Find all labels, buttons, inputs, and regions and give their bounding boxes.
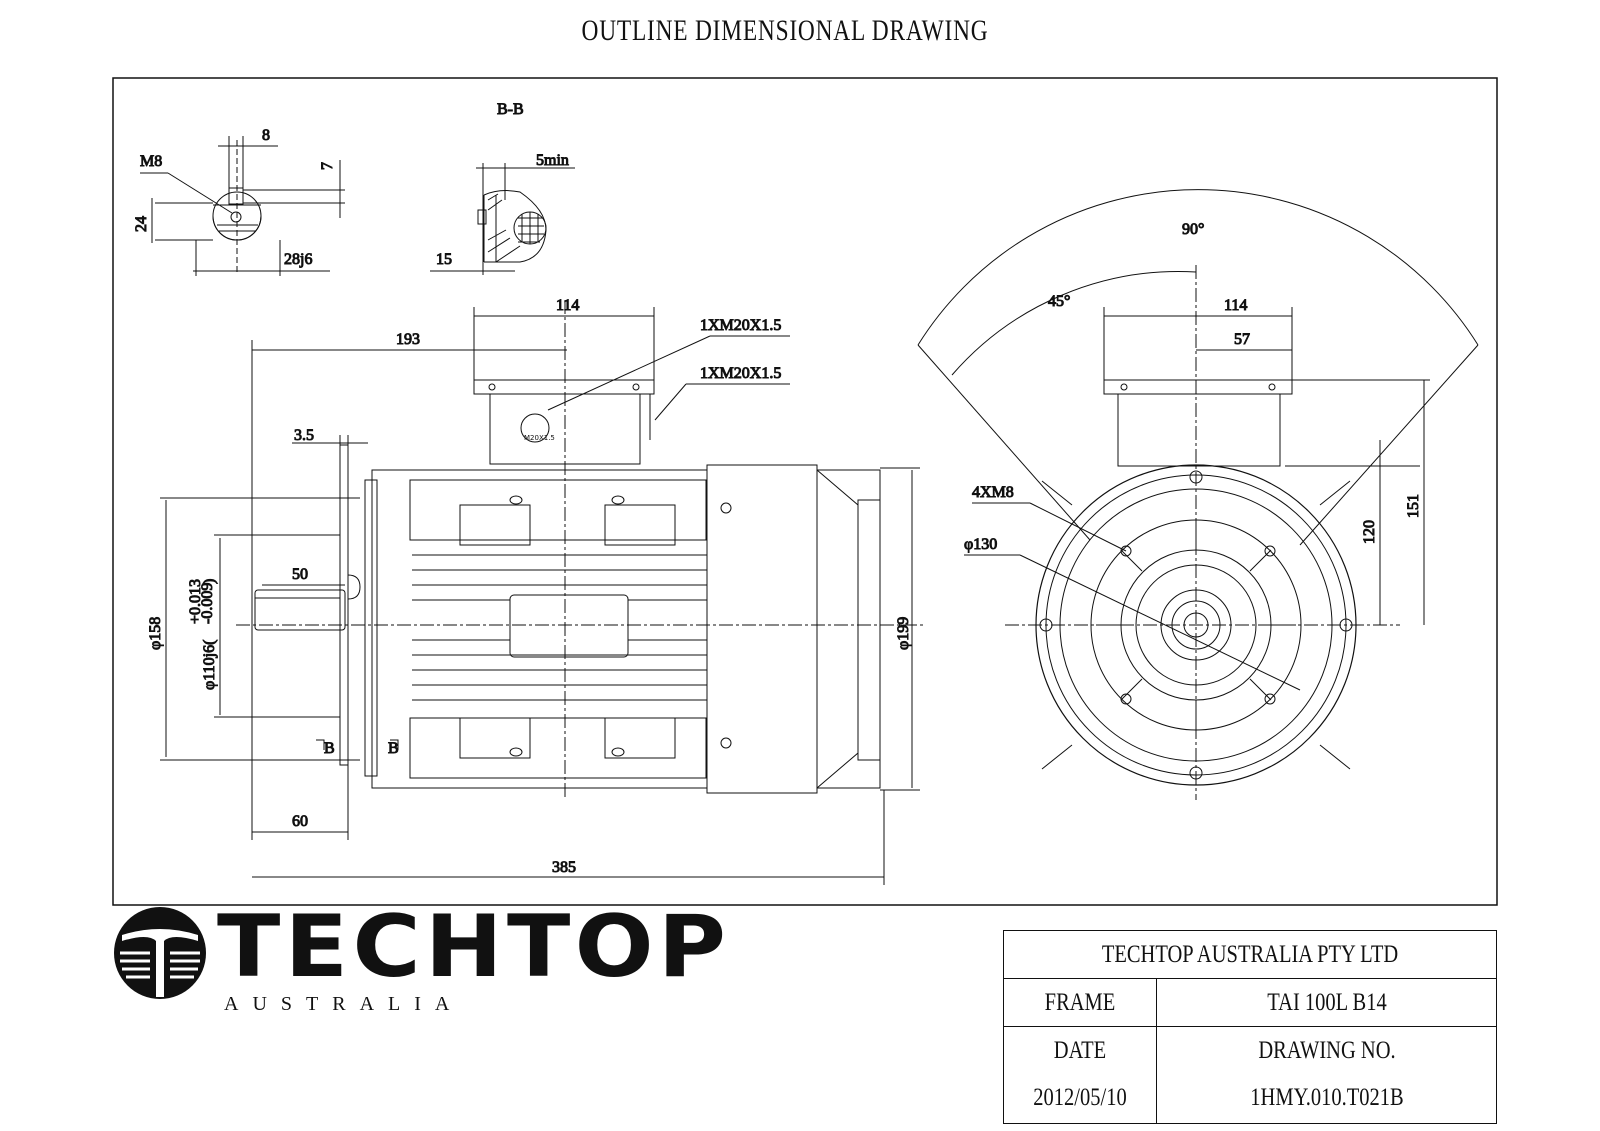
drawing-title: OUTLINE DIMENSIONAL DRAWING <box>581 14 989 47</box>
flange-dia-label: φ158 <box>147 617 164 650</box>
title-block-divider <box>1156 979 1157 1123</box>
shaft-dia-label: 28j6 <box>284 251 312 268</box>
end-114-label: 114 <box>1224 297 1247 314</box>
title-block-frame-row: FRAME TAI 100L B14 <box>1004 979 1496 1027</box>
bolt-holes-label: 4XM8 <box>972 484 1014 501</box>
shaft-length-label: 50 <box>292 566 308 583</box>
key-width-label: 8 <box>262 127 270 144</box>
logo-wordmark: TECHTOP <box>217 897 731 997</box>
spigot-depth-label: 3.5 <box>294 427 314 444</box>
gland-1-label: 1XM20X1.5 <box>700 317 781 334</box>
section-mark-left: B <box>324 740 335 757</box>
side-193-label: 193 <box>396 331 420 348</box>
spigot-dia-group: φ110j6( +0.013 -0.009 ) <box>187 578 219 690</box>
spigot-dia-label: φ110j6( <box>201 640 218 690</box>
spigot-close: ) <box>201 579 218 584</box>
gland-2-label: 1XM20X1.5 <box>700 365 781 382</box>
section-mark-right: B <box>388 740 399 757</box>
spigot-tol-lower: -0.009 <box>199 583 216 624</box>
date-label: DATE <box>1053 1037 1107 1064</box>
end-120-label: 120 <box>1361 520 1378 544</box>
motor-side-view <box>236 300 925 800</box>
end-view-dimension-lines <box>917 189 1479 691</box>
date-value: 2012/05/10 <box>1033 1084 1127 1111</box>
title-block-date-row: DATE DRAWING NO. 2012/05/10 1HMY.010.T02… <box>1004 1027 1496 1123</box>
end-57-label: 57 <box>1234 331 1250 348</box>
section-depth-label: 15 <box>436 251 452 268</box>
company-name: TECHTOP AUSTRALIA PTY LTD <box>1101 941 1399 968</box>
drawing-no-value: 1HMY.010.T021B <box>1250 1084 1404 1111</box>
frame-value: TAI 100L B14 <box>1267 989 1387 1016</box>
section-bb-view <box>430 163 575 275</box>
shaft-cross-section <box>140 136 345 276</box>
thread-label: M8 <box>140 153 162 170</box>
pcd-label: φ130 <box>964 536 997 553</box>
title-block-company-row: TECHTOP AUSTRALIA PTY LTD <box>1004 931 1496 979</box>
overall-length-label: 385 <box>552 859 576 876</box>
key-depth-label: 7 <box>319 162 336 170</box>
techtop-logo: TECHTOP AUSTRALIA <box>112 897 726 1025</box>
title-block: TECHTOP AUSTRALIA PTY LTD FRAME TAI 100L… <box>1003 930 1497 1124</box>
end-151-label: 151 <box>1405 494 1422 518</box>
drawing-no-label: DRAWING NO. <box>1258 1037 1396 1064</box>
spigot-tol-upper: +0.013 <box>187 579 204 624</box>
side-view-dimension-lines <box>160 307 920 885</box>
motor-end-view <box>1005 265 1400 800</box>
flange-offset-label: 60 <box>292 813 308 830</box>
section-bb-title: B-B <box>497 101 524 118</box>
angle-45-label: 45° <box>1048 293 1070 310</box>
clearance-label: 5min <box>536 152 569 169</box>
side-114-label: 114 <box>556 297 579 314</box>
logo-subtitle: AUSTRALIA <box>224 993 464 1015</box>
cowl-dia-label: φ199 <box>895 617 912 650</box>
angle-90-label: 90° <box>1182 221 1204 238</box>
shaft-height-label: 24 <box>133 216 150 232</box>
gland-stamp: M20X1.5 <box>524 434 555 442</box>
frame-label: FRAME <box>1044 989 1116 1016</box>
drawing-frame <box>112 77 1498 906</box>
techtop-emblem-icon <box>114 907 206 999</box>
